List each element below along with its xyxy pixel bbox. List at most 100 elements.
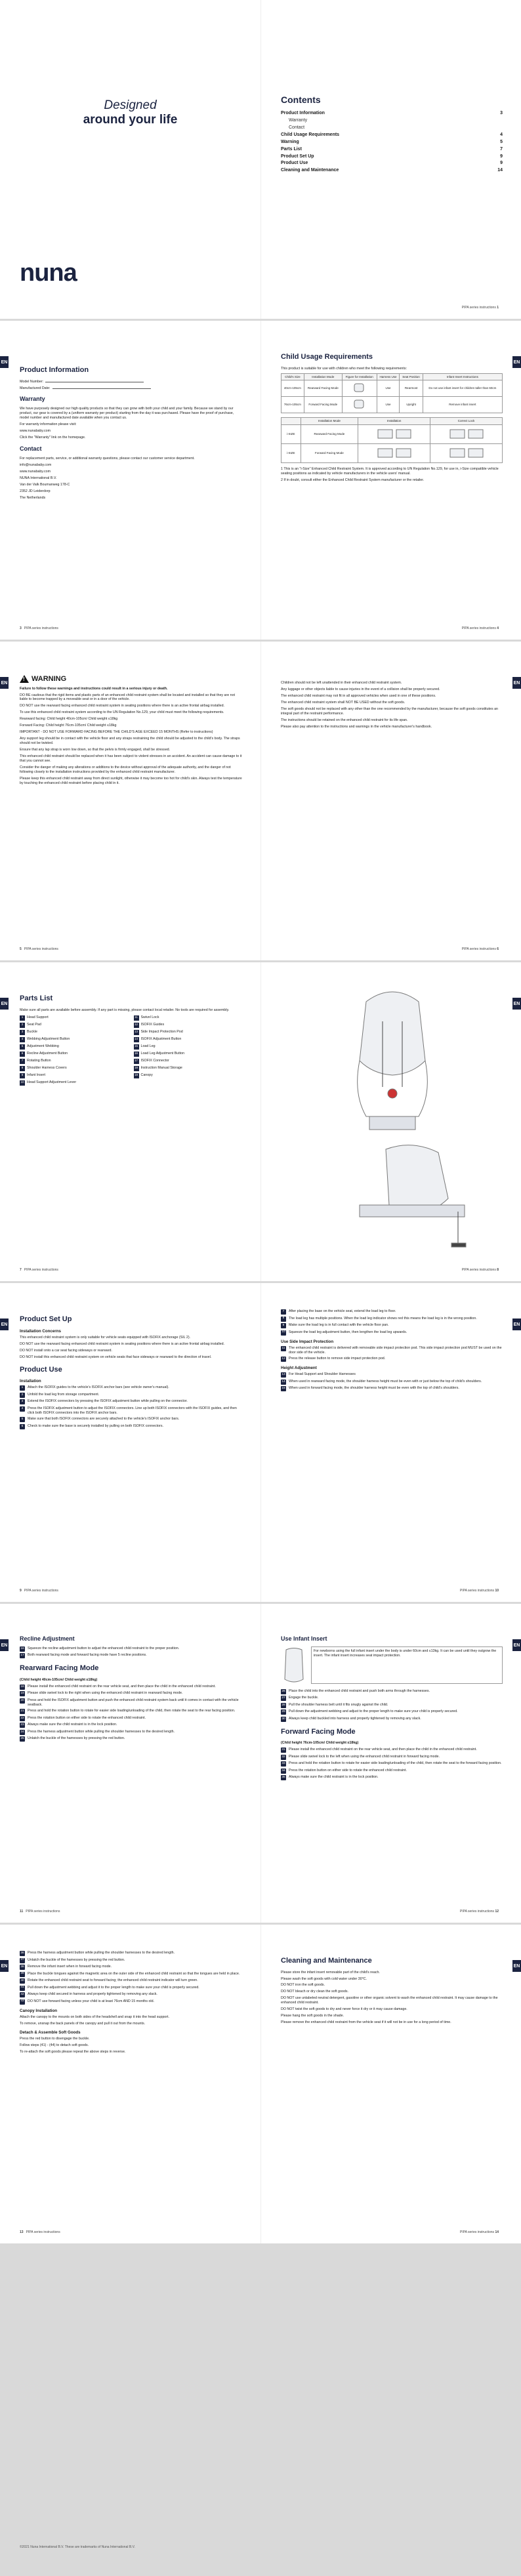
- part-number: 11: [133, 1015, 139, 1021]
- step-text: Check to make sure the base is securely …: [28, 1423, 163, 1428]
- warning-paragraph: Children should not be left unattended i…: [281, 681, 402, 685]
- part-number: 9: [20, 1073, 25, 1078]
- step-number: 30: [281, 1716, 286, 1722]
- step-number: 34: [281, 1768, 286, 1774]
- step-number: 17: [20, 1653, 25, 1659]
- forward-sub: (Child height 76cm-105cm/ Child weight ≤…: [281, 1741, 359, 1746]
- step-number: 5: [20, 1417, 25, 1423]
- contact-line: For replacement parts, service, or addit…: [20, 457, 195, 461]
- step-text: Always keep child buckled into harness a…: [289, 1716, 421, 1721]
- page-number: 1: [497, 306, 499, 310]
- step-text: Unlatch the buckle of the harnesses by p…: [28, 1736, 125, 1741]
- table-header-cell: Installation: [358, 417, 431, 426]
- warning-title: WARNING: [31, 675, 67, 683]
- page-number: 10: [495, 1589, 499, 1593]
- step-text: Please install the enhanced child restra…: [289, 1748, 477, 1752]
- contents-page: 4: [500, 133, 503, 137]
- part-number: 14: [133, 1036, 139, 1042]
- step-number: 1: [20, 1385, 25, 1391]
- footer-text: PIPA series instructions: [26, 1910, 60, 1913]
- table-cell: 76cm-105cm: [281, 396, 304, 414]
- copyright: ©2021 Nuna International B.V. These are …: [20, 2545, 135, 2549]
- step-number: 41: [20, 1985, 25, 1991]
- contents-page: 14: [497, 168, 503, 173]
- requirements-intro: This product is suitable for use with ch…: [281, 366, 407, 371]
- page-number: 9: [20, 1589, 22, 1593]
- part-name: Recline Adjustment Button: [27, 1052, 68, 1055]
- contents-label: Warning: [281, 139, 299, 144]
- requirements-note: 1 This is an "i-Size" Enhanced Child Res…: [281, 467, 499, 476]
- lock-figure-icon: [449, 429, 484, 439]
- language-tab: EN: [0, 1319, 9, 1330]
- page-cover: Designed around your life nuna Contents …: [0, 0, 521, 319]
- product-use-title: Product Use: [20, 1365, 62, 1374]
- part-number: 16: [133, 1051, 139, 1057]
- seat-figure-icon: [354, 383, 364, 392]
- setup-column: EN Product Set Up Installation Concerns …: [0, 1283, 260, 1602]
- step-text: Unlatch the buckle of the harnesses by p…: [28, 1957, 125, 1962]
- setup-title: Product Set Up: [20, 1315, 72, 1323]
- figure-cell: [341, 380, 377, 398]
- page-footer: PIPA series instructions 12: [460, 1910, 501, 1913]
- page-number: 4: [497, 626, 499, 630]
- footer-text: PIPA series instructions: [24, 1268, 58, 1272]
- date-label: Manufactured Date:: [20, 386, 51, 390]
- page-number: 13: [20, 2230, 24, 2234]
- tagline-line1: Designed: [104, 98, 157, 112]
- footer-text: PIPA series instructions: [24, 1589, 58, 1593]
- table-cell: 40cm-105cm: [281, 380, 304, 398]
- step-number: 43: [20, 1999, 25, 2005]
- step-text: Squeeze the load leg adjustment button, …: [289, 1330, 407, 1334]
- table-header-cell: Figure for Installation: [341, 373, 377, 381]
- part-name: Head Support: [27, 1015, 49, 1019]
- contents-label: Product Use: [281, 161, 308, 166]
- step-text: Rotate the enhanced child restraint seat…: [28, 1978, 198, 1982]
- contact-line: The Netherlands: [20, 496, 46, 501]
- parts-title: Parts List: [20, 994, 53, 1002]
- warranty-text: We have purposely designed our high qual…: [20, 407, 242, 440]
- contact-line: www.nunababy.com: [20, 470, 51, 474]
- contents-label: Child Usage Requirements: [281, 133, 340, 137]
- warning-paragraph: The enhanced child restraint may not fit…: [281, 693, 436, 698]
- requirements-notes: 1 This is an "i-Size" Enhanced Child Res…: [281, 467, 503, 483]
- step-text: Attach the ISOFIX guides to the vehicle'…: [28, 1385, 169, 1390]
- table-cell: Rearward Facing Mode: [300, 424, 359, 445]
- table-cell: Do not use infant insert for children ta…: [422, 380, 503, 398]
- warning-paragraph: Please keep this enhanced child restrain…: [20, 777, 242, 786]
- step-number: 23: [20, 1723, 25, 1728]
- language-tab: EN: [0, 677, 9, 689]
- step-number: 39: [20, 1971, 25, 1977]
- footer-text: PIPA series instructions: [24, 626, 58, 630]
- step-text: Press the rotation button on either side…: [28, 1715, 146, 1720]
- detach-paragraph: To re-attach the soft goods please repea…: [20, 2049, 126, 2054]
- infant-title: Use Infant Insert: [281, 1635, 327, 1642]
- footer-text: PIPA series instructions: [461, 1268, 496, 1272]
- part-name: ISOFIX Adjustment Button: [140, 1037, 182, 1041]
